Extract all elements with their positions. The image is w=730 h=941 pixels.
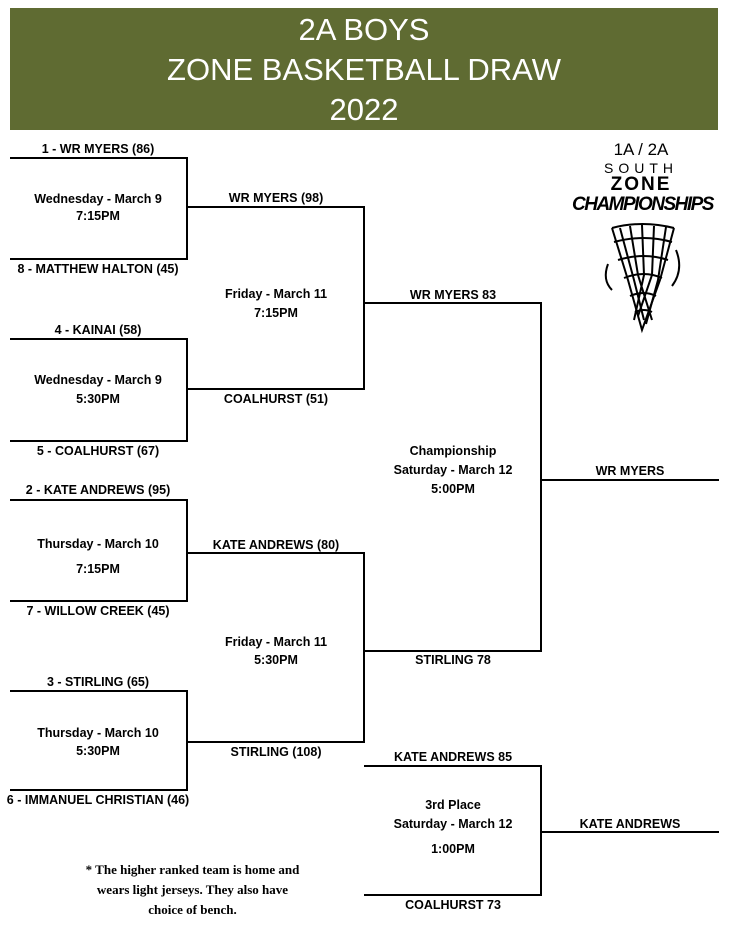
r1-match3-day: Thursday - March 10 — [37, 537, 159, 551]
final-bottom-team: STIRLING 78 — [415, 653, 491, 667]
bracket-line — [187, 741, 364, 743]
final-label: Championship — [409, 444, 497, 458]
semi2-top-team: KATE ANDREWS (80) — [212, 538, 340, 552]
final-day: Saturday - March 12 — [393, 463, 513, 477]
championship-logo: 1A / 2A SOUTH ZONE CHAMPIONSHIPS — [572, 140, 714, 336]
bracket-line — [10, 258, 187, 260]
semi2-day: Friday - March 11 — [224, 635, 328, 649]
r1-match1-top-team: 1 - WR MYERS (86) — [41, 142, 155, 156]
third-place-time: 1:00PM — [431, 842, 475, 856]
third-place-label: 3rd Place — [425, 798, 481, 812]
title-banner: 2A BOYS ZONE BASKETBALL DRAW 2022 — [10, 8, 718, 130]
semi2-time: 5:30PM — [254, 653, 298, 667]
bracket-line — [187, 552, 364, 554]
bracket-line — [10, 440, 187, 442]
bracket-line — [10, 499, 187, 501]
third-place-winner: KATE ANDREWS — [579, 817, 681, 831]
bracket-line — [540, 302, 542, 652]
r1-match1-bottom-team: 8 - MATTHEW HALTON (45) — [17, 262, 179, 276]
r1-match2-bottom-team: 5 - COALHURST (67) — [36, 444, 160, 458]
final-top-team: WR MYERS 83 — [409, 288, 497, 302]
r1-match4-top-team: 3 - STIRLING (65) — [46, 675, 150, 689]
final-time: 5:00PM — [431, 482, 475, 496]
r1-match2-top-team: 4 - KAINAI (58) — [54, 323, 142, 337]
logo-zone: ZONE — [610, 174, 672, 195]
title-line-3: 2022 — [329, 92, 399, 127]
third-place-top-team: KATE ANDREWS 85 — [393, 750, 513, 764]
r1-match3-time: 7:15PM — [76, 562, 120, 576]
r1-match4-bottom-team: 6 - IMMANUEL CHRISTIAN (46) — [6, 793, 190, 807]
bracket-line — [10, 157, 187, 159]
semi1-day: Friday - March 11 — [224, 287, 328, 301]
r1-match4-day: Thursday - March 10 — [37, 726, 159, 740]
bracket-line — [186, 690, 188, 791]
bracket-line — [187, 388, 364, 390]
logo-division: 1A / 2A — [613, 140, 669, 159]
r1-match2-time: 5:30PM — [76, 392, 120, 406]
bracket-line — [10, 690, 187, 692]
bracket-line — [186, 499, 188, 602]
logo-south: SOUTH — [604, 160, 678, 176]
home-team-note: * The higher ranked team is home and wea… — [50, 860, 335, 920]
basketball-net-icon — [604, 223, 681, 334]
semi2-bottom-team: STIRLING (108) — [230, 745, 322, 759]
r1-match1-time: 7:15PM — [76, 209, 120, 223]
title-line-2: ZONE BASKETBALL DRAW — [167, 52, 561, 87]
bracket-line — [363, 552, 365, 743]
logo-championships: CHAMPIONSHIPS — [572, 194, 714, 215]
semi1-bottom-team: COALHURST (51) — [223, 392, 329, 406]
note-line-3: choice of bench. — [148, 902, 237, 917]
bracket-line — [364, 302, 541, 304]
third-place-day: Saturday - March 12 — [393, 817, 513, 831]
note-line-2: wears light jerseys. They also have — [96, 882, 289, 897]
bracket-line — [540, 765, 542, 896]
r1-match3-top-team: 2 - KATE ANDREWS (95) — [25, 483, 171, 497]
title-line-1: 2A BOYS — [298, 12, 430, 47]
bracket-line — [10, 600, 187, 602]
bracket-line — [186, 157, 188, 260]
bracket-line — [186, 338, 188, 442]
bracket-line — [364, 894, 541, 896]
r1-match3-bottom-team: 7 - WILLOW CREEK (45) — [26, 604, 170, 618]
semi1-top-team: WR MYERS (98) — [228, 191, 324, 205]
r1-match2-day: Wednesday - March 9 — [34, 373, 162, 387]
third-place-bottom-team: COALHURST 73 — [405, 898, 501, 912]
champion: WR MYERS — [595, 464, 665, 478]
bracket-line — [364, 650, 541, 652]
note-line-1: * The higher ranked team is home and — [85, 862, 300, 877]
bracket-line — [10, 789, 187, 791]
r1-match4-time: 5:30PM — [76, 744, 120, 758]
bracket-line — [364, 765, 541, 767]
bracket-line — [187, 206, 364, 208]
semi1-time: 7:15PM — [254, 306, 298, 320]
r1-match1-day: Wednesday - March 9 — [34, 192, 162, 206]
bracket-line — [363, 206, 365, 390]
bracket-line — [541, 831, 719, 833]
bracket-line — [541, 479, 719, 481]
bracket-line — [10, 338, 187, 340]
